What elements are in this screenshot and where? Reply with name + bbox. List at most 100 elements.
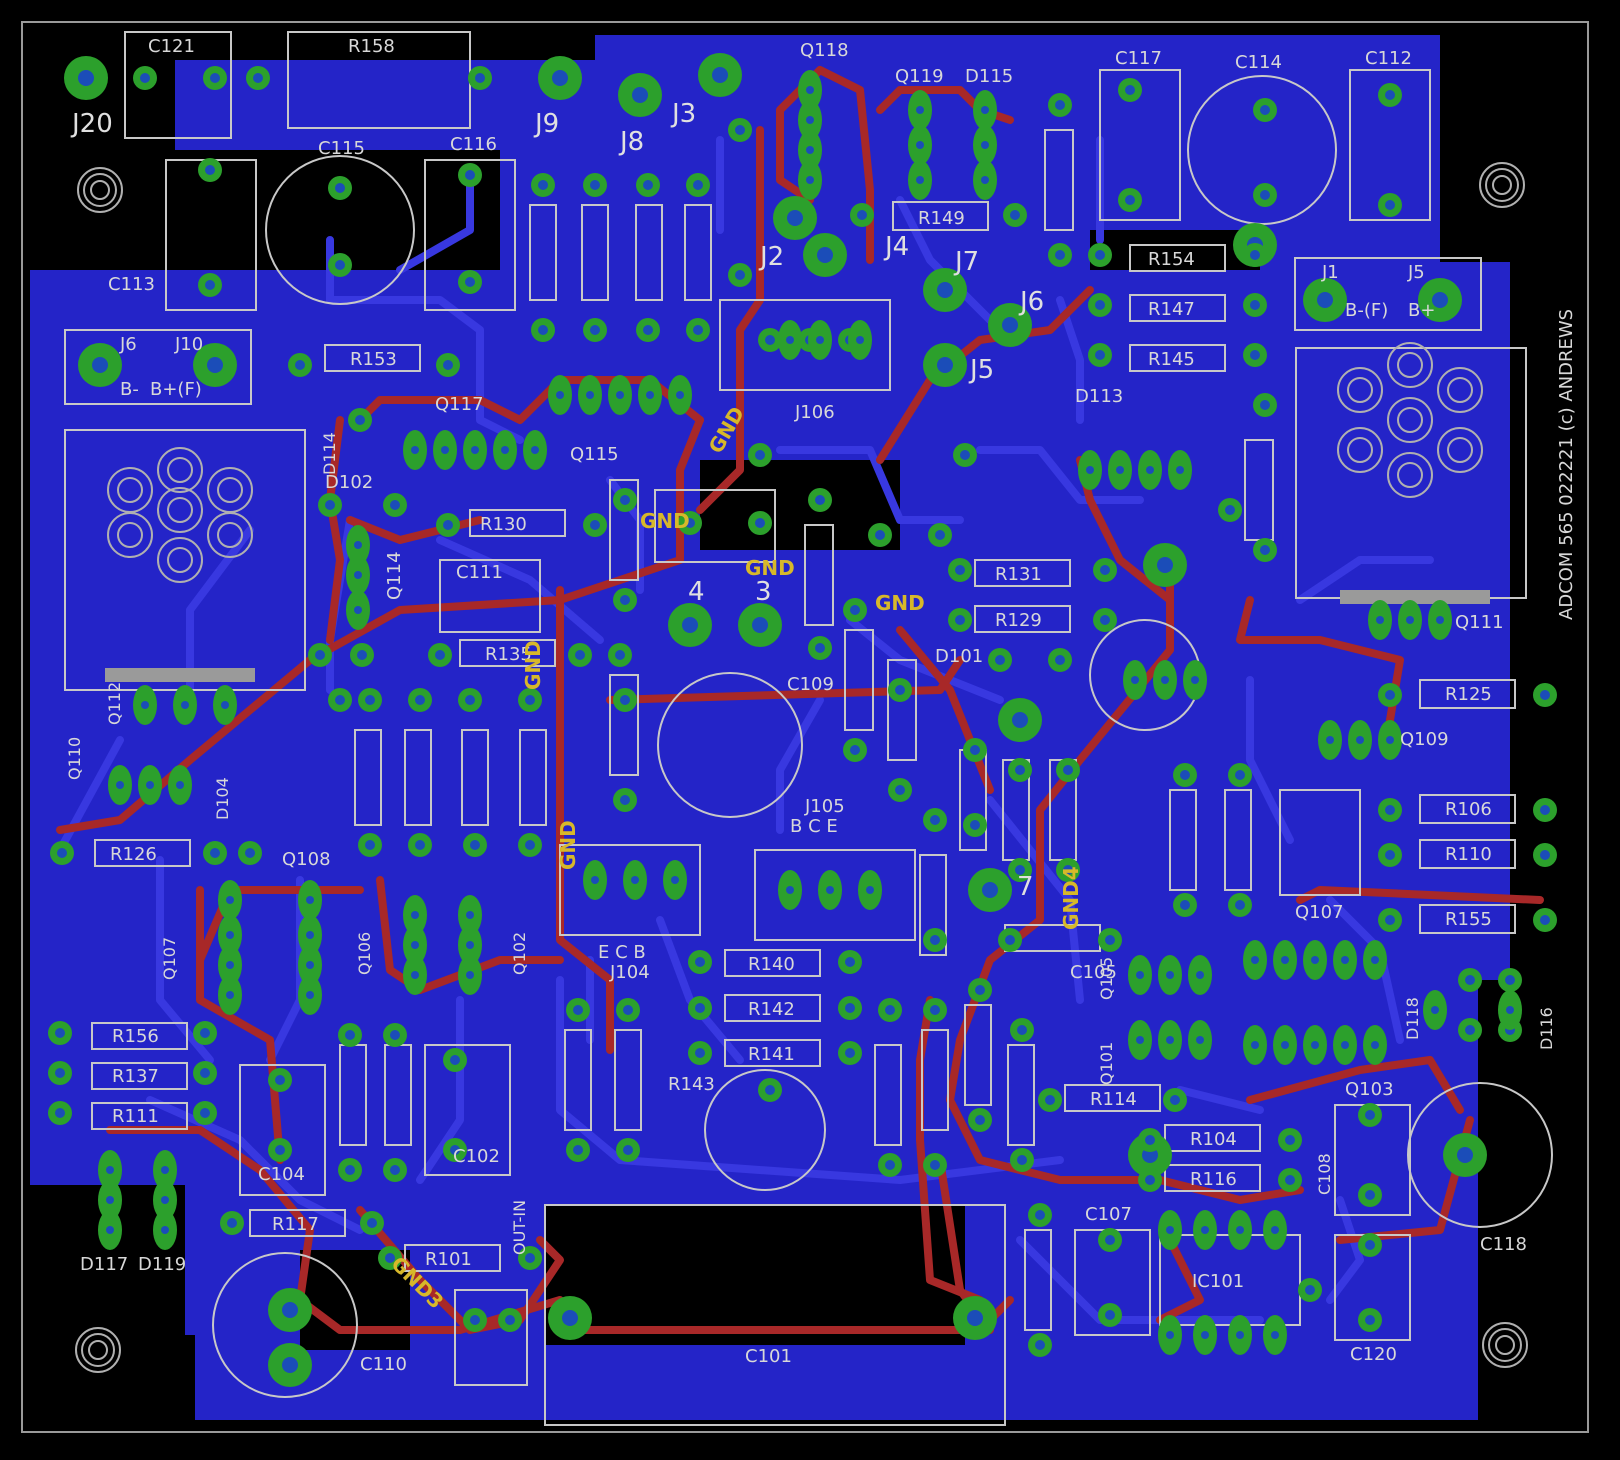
pad: [55, 1108, 65, 1118]
pad: [78, 70, 94, 86]
label-bce: B C E: [790, 816, 838, 837]
pad: [1095, 350, 1105, 360]
pad: [573, 1005, 583, 1015]
pad: [411, 911, 419, 919]
pad: [415, 840, 425, 850]
pad: [1341, 956, 1349, 964]
label-c110: C110: [360, 1354, 407, 1375]
pad: [562, 1310, 578, 1326]
label-q112: Q112: [105, 682, 124, 725]
pad: [895, 685, 905, 695]
label-q111: Q111: [1455, 612, 1504, 633]
pad: [845, 1003, 855, 1013]
pad: [1125, 85, 1135, 95]
label-q107: Q107: [1295, 902, 1344, 923]
pad: [845, 957, 855, 967]
pad: [866, 886, 874, 894]
pad: [1285, 1175, 1295, 1185]
pad: [1201, 1226, 1209, 1234]
pad: [1260, 190, 1270, 200]
label-q114: Q114: [384, 551, 405, 600]
pad: [1386, 736, 1394, 744]
pad: [1191, 676, 1199, 684]
pad: [735, 125, 745, 135]
pad: [1235, 770, 1245, 780]
pad: [443, 520, 453, 530]
pad: [1116, 466, 1124, 474]
label-gnd-b: GND: [640, 509, 690, 533]
pad: [806, 116, 814, 124]
pad: [1055, 250, 1065, 260]
label-r114: R114: [1090, 1089, 1137, 1110]
pad: [815, 643, 825, 653]
pad: [1063, 865, 1073, 875]
pad: [538, 325, 548, 335]
label-c121: C121: [148, 36, 195, 57]
label-c120: C120: [1350, 1344, 1397, 1365]
pad: [282, 1357, 298, 1373]
resistor-bodies: [91, 129, 1516, 1331]
pad: [1180, 770, 1190, 780]
pad: [981, 106, 989, 114]
pad: [620, 595, 630, 605]
pad: [1251, 956, 1259, 964]
pad: [1146, 466, 1154, 474]
label-d119: D119: [138, 1254, 186, 1275]
label-bminus: B-: [120, 379, 139, 400]
pad: [975, 985, 985, 995]
label-r158: R158: [348, 36, 395, 57]
pad: [1281, 956, 1289, 964]
pad: [200, 1108, 210, 1118]
pad: [1105, 1310, 1115, 1320]
pad: [1376, 616, 1384, 624]
pad: [161, 1226, 169, 1234]
label-r135: R135: [485, 644, 532, 665]
pad: [1136, 1036, 1144, 1044]
pad: [1017, 1155, 1027, 1165]
mounting-holes: [75, 162, 1528, 1373]
pad: [466, 941, 474, 949]
pad: [385, 1253, 395, 1263]
pad: [140, 73, 150, 83]
label-r141: R141: [748, 1044, 795, 1065]
pad: [981, 176, 989, 184]
label-q103: Q103: [1345, 1079, 1394, 1100]
pad: [55, 1028, 65, 1038]
pad: [531, 446, 539, 454]
label-j6: J6: [1018, 287, 1044, 317]
pad: [161, 1166, 169, 1174]
pad: [1285, 1135, 1295, 1145]
label-r101: R101: [425, 1249, 472, 1270]
pad: [955, 615, 965, 625]
pads: [48, 53, 1557, 1387]
pad: [411, 971, 419, 979]
pad: [200, 1028, 210, 1038]
pad: [616, 391, 624, 399]
pad: [816, 336, 824, 344]
label-q108: Q108: [282, 849, 331, 870]
pad: [995, 655, 1005, 665]
pad: [1356, 736, 1364, 744]
label-r155: R155: [1445, 909, 1492, 930]
pad: [181, 701, 189, 709]
label-r130: R130: [480, 514, 527, 535]
pad: [620, 495, 630, 505]
label-r142: R142: [748, 999, 795, 1020]
label-r149: R149: [918, 208, 965, 229]
pad: [390, 500, 400, 510]
label-c114: C114: [1235, 52, 1282, 73]
label-q106: Q106: [355, 932, 374, 975]
pad: [1166, 1331, 1174, 1339]
pad: [1371, 1041, 1379, 1049]
pad: [885, 1160, 895, 1170]
pad: [210, 848, 220, 858]
pad: [1540, 850, 1550, 860]
pad: [221, 701, 229, 709]
pad: [875, 530, 885, 540]
pad: [1271, 1226, 1279, 1234]
label-c115: C115: [318, 138, 365, 159]
label-q101: Q101: [1097, 1042, 1116, 1085]
pad: [106, 1196, 114, 1204]
label-j4: J4: [883, 232, 909, 262]
